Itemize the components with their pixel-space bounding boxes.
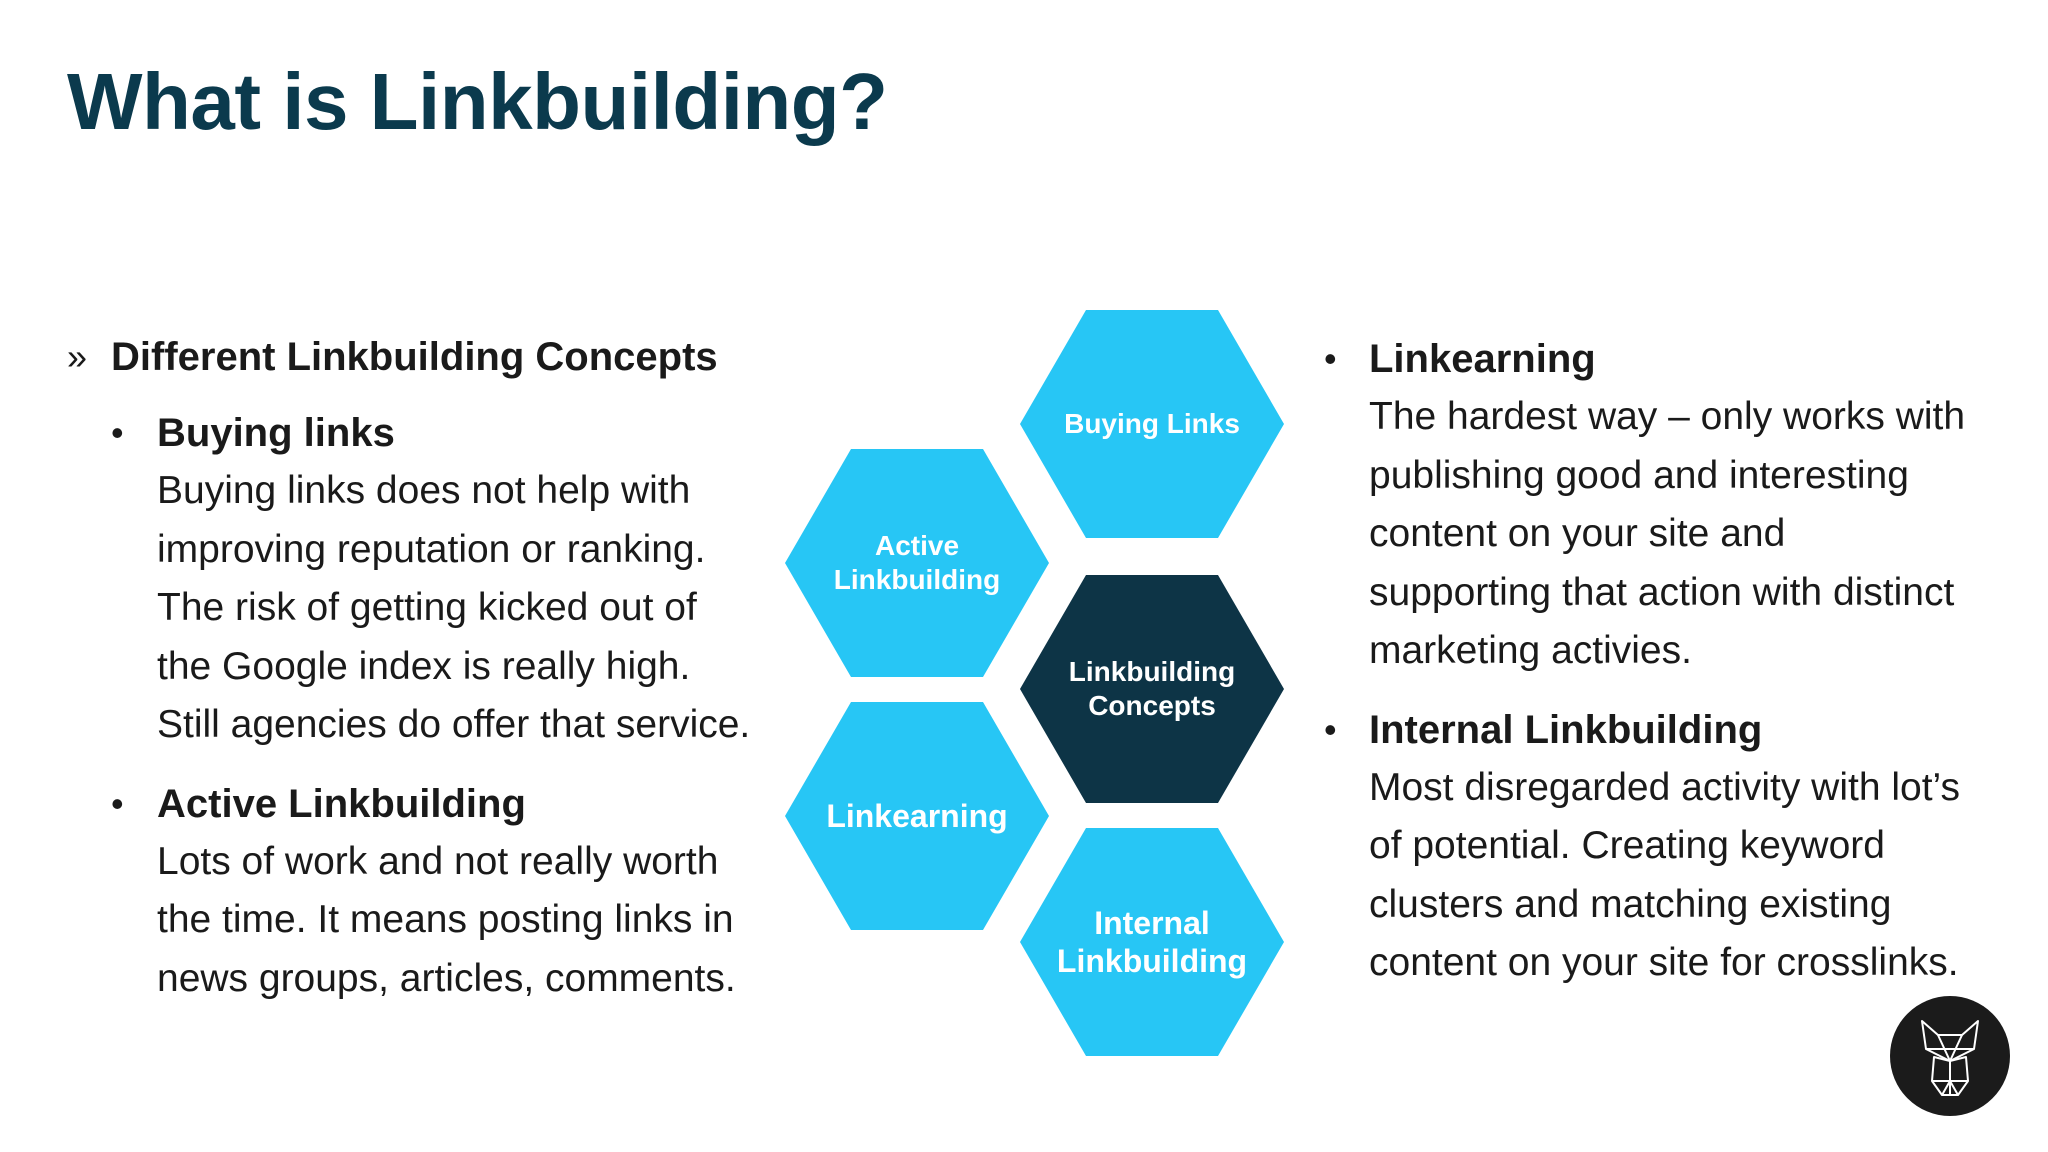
- right-column: • Linkearning The hardest way – only wor…: [1320, 330, 2020, 993]
- bullet-line: The hardest way – only works with: [1369, 395, 1966, 438]
- bullet-line: news groups, articles, comments.: [157, 956, 736, 1000]
- hexagon-internal-linkbuilding: Internal Linkbuilding: [1020, 828, 1284, 1056]
- bullet-line: of potential. Creating keyword: [1369, 824, 1885, 867]
- section-heading: » Different Linkbuilding Concepts: [67, 330, 807, 384]
- bullet-line: clusters and matching existing: [1369, 882, 1892, 926]
- hexagon-active-linkbuilding: Active Linkbuilding: [785, 449, 1049, 677]
- bullet-line: the time. It means posting links in: [157, 898, 734, 941]
- concept-hexagon-diagram: Buying Links Active Linkbuilding Linkbui…: [770, 310, 1290, 1070]
- slide-title: What is Linkbuilding?: [67, 57, 888, 146]
- bullet-title: Internal Linkbuilding: [1369, 707, 1763, 752]
- bullet-line: The risk of getting kicked out of: [157, 586, 697, 629]
- bullet-body: Buying links does not help with improvin…: [157, 462, 807, 755]
- bullet-line: the Google index is really high.: [157, 644, 691, 688]
- bullet-dot-icon: •: [1324, 338, 1337, 379]
- chevron-double-right-icon: »: [67, 336, 88, 377]
- section-heading-text: Different Linkbuilding Concepts: [111, 335, 718, 379]
- bullet-active-linkbuilding: • Active Linkbuilding Lots of work and n…: [67, 775, 807, 1009]
- bullet-dot-icon: •: [111, 412, 124, 453]
- bullet-line: publishing good and interesting: [1369, 453, 1909, 497]
- hexagon-label: Linkearning: [826, 798, 1008, 834]
- hexagon-label: Linkbuilding: [1068, 656, 1236, 687]
- hexagon-label: Internal: [1094, 905, 1210, 941]
- bullet-line: Lots of work and not really worth: [157, 839, 719, 883]
- hexagon-linkbuilding-concepts: Linkbuilding Concepts: [1020, 575, 1284, 803]
- bullet-line: content on your site and: [1369, 512, 1786, 555]
- hexagon-buying-links: Buying Links: [1020, 310, 1284, 538]
- hexagon-label: Concepts: [1088, 690, 1216, 721]
- hexagon-linkearning: Linkearning: [785, 702, 1049, 930]
- bullet-internal-linkbuilding: • Internal Linkbuilding Most disregarded…: [1320, 701, 2020, 993]
- bullet-linkearning: • Linkearning The hardest way – only wor…: [1320, 330, 2020, 681]
- hexagon-label: Linkbuilding: [1056, 943, 1248, 979]
- bullet-title: Buying links: [157, 411, 395, 455]
- bullet-line: supporting that action with distinct: [1369, 570, 1955, 614]
- bullet-body: Lots of work and not really worth the ti…: [157, 833, 807, 1009]
- bullet-dot-icon: •: [111, 782, 124, 824]
- left-column: » Different Linkbuilding Concepts • Buyi…: [67, 330, 807, 1008]
- bullet-line: Most disregarded activity with lot’s: [1369, 765, 1961, 809]
- bullet-line: Still agencies do offer that service.: [157, 703, 751, 746]
- bullet-body: The hardest way – only works with publis…: [1369, 388, 2020, 681]
- bullet-dot-icon: •: [1324, 708, 1337, 750]
- bullet-line: marketing activies.: [1369, 629, 1692, 672]
- bullet-line: Buying links does not help with: [157, 469, 691, 512]
- hexagon-label: Buying Links: [1064, 408, 1240, 439]
- bullet-title: Active Linkbuilding: [157, 781, 526, 826]
- bullet-body: Most disregarded activity with lot’s of …: [1369, 759, 2020, 993]
- bullet-line: content on your site for crosslinks.: [1369, 941, 1959, 984]
- fox-logo-icon: [1890, 996, 2010, 1116]
- hexagon-label: Linkbuilding: [833, 564, 1001, 595]
- bullet-title: Linkearning: [1369, 337, 1596, 381]
- bullet-buying-links: • Buying links Buying links does not hel…: [67, 404, 807, 755]
- bullet-line: improving reputation or ranking.: [157, 527, 706, 571]
- hexagon-label: Active: [874, 530, 960, 561]
